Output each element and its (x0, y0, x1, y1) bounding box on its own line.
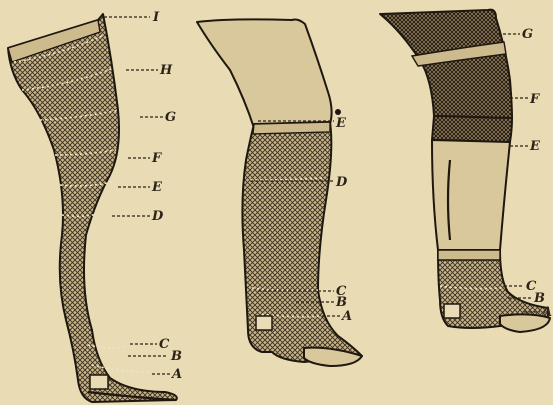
label-fig1-A: A (170, 367, 182, 382)
label-fig3-G: G (522, 27, 533, 42)
stocking-thigh-and-foot-sections (380, 10, 550, 332)
label-fig3-E: E (529, 139, 541, 154)
label-fig3-B: B (533, 291, 545, 306)
label-fig2-B: B (335, 295, 347, 310)
label-fig2-E: E (335, 116, 347, 131)
label-fig1-G: G (165, 110, 176, 125)
stocking-sections-bare-leg (432, 140, 510, 250)
stocking-knee-length-welt (253, 122, 330, 134)
label-fig1-C: C (159, 337, 170, 352)
label-fig1-I: I (152, 10, 160, 25)
stocking-sections-foot-welt (438, 250, 500, 260)
stocking-sections-thigh-piece (380, 10, 512, 118)
label-fig3-A: A (540, 305, 552, 320)
stocking-knee-length-bare-thigh (197, 19, 332, 128)
figure-1-labels: I H G F E D C B A (104, 10, 182, 382)
label-fig2-D: D (335, 175, 348, 190)
stocking-sections-knee-piece (432, 116, 512, 142)
label-fig1-H: H (159, 63, 173, 78)
label-fig1-F: F (151, 151, 162, 166)
label-fig1-D: D (151, 209, 164, 224)
label-fig1-E: E (151, 180, 163, 195)
label-fig3-F: F (529, 92, 540, 107)
stocking-knee-length (197, 19, 362, 366)
label-fig1-B: B (170, 349, 182, 364)
label-fig2-A: A (340, 309, 352, 324)
